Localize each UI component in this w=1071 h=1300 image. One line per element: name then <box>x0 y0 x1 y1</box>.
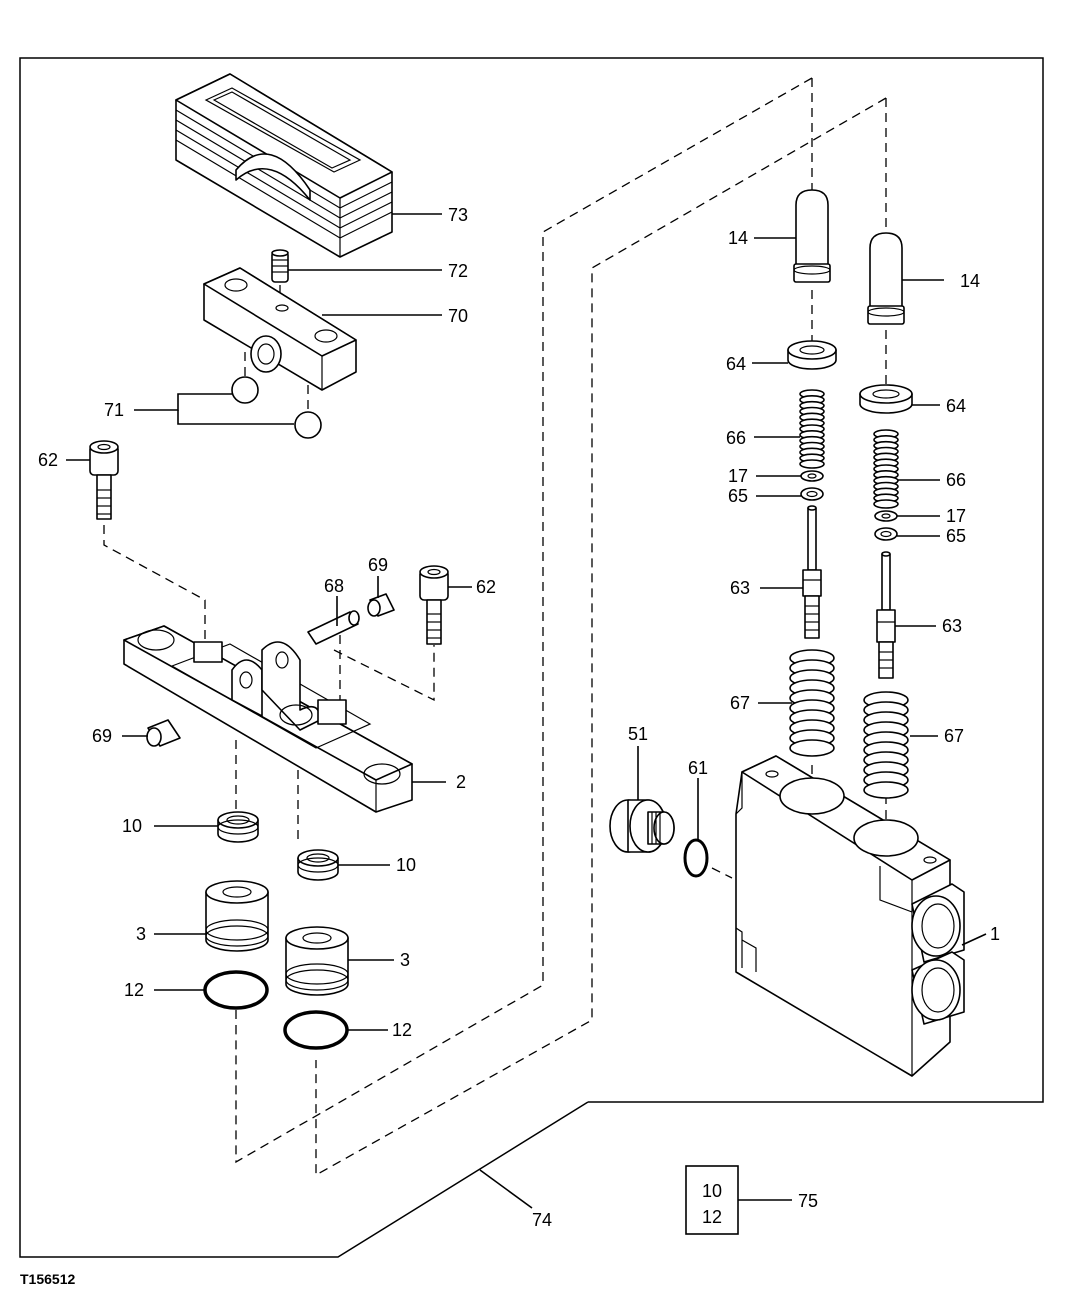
part-72-set-screw <box>271 249 289 283</box>
callout-67-left: 67 <box>730 693 750 713</box>
callout-14-right: 14 <box>960 271 980 291</box>
callout-10-left: 10 <box>122 816 142 836</box>
callout-labels: 73 72 70 71 62 62 68 69 69 2 10 10 3 3 1… <box>38 205 1000 1230</box>
part-17-washer-left <box>800 470 824 482</box>
callout-65-right: 65 <box>946 526 966 546</box>
part-1-valve-body <box>735 755 965 1077</box>
part-68-pin <box>307 610 360 645</box>
part-12-oring-right <box>283 1010 349 1050</box>
kit-box-75: 10 12 <box>685 1165 739 1235</box>
part-65-shim-right <box>874 527 898 541</box>
callout-3-right: 3 <box>400 950 410 970</box>
part-71-balls <box>231 376 322 439</box>
callout-3-left: 3 <box>136 924 146 944</box>
part-63-spool-left <box>802 505 822 639</box>
part-66-spring-right <box>873 429 899 509</box>
part-17-washer-right <box>874 510 898 522</box>
part-10-seal-right <box>297 849 339 881</box>
callout-61: 61 <box>688 758 708 778</box>
part-10-seal-left <box>217 811 259 843</box>
callout-1: 1 <box>990 924 1000 944</box>
part-67-spring-left <box>789 649 835 757</box>
part-63-spool-right <box>876 551 896 679</box>
callout-68: 68 <box>324 576 344 596</box>
part-66-spring-left <box>799 389 825 469</box>
part-14-pusher-left <box>793 189 831 283</box>
part-64-seat-left <box>787 340 837 370</box>
part-14-pusher-right <box>867 232 905 325</box>
callout-12-left: 12 <box>124 980 144 1000</box>
assembly-dashed-lines <box>103 77 887 1177</box>
figure-id: T156512 <box>20 1271 75 1287</box>
callout-70: 70 <box>448 306 468 326</box>
callout-69-upper: 69 <box>368 555 388 575</box>
spring-coil <box>799 459 825 469</box>
callout-14-left: 14 <box>728 228 748 248</box>
callout-51: 51 <box>628 724 648 744</box>
spring-coil <box>873 499 899 509</box>
spring-coil <box>789 739 835 757</box>
callout-64-left: 64 <box>726 354 746 374</box>
callout-71: 71 <box>104 400 124 420</box>
callout-65-left: 65 <box>728 486 748 506</box>
part-3-plunger-right <box>285 926 349 996</box>
callout-73: 73 <box>448 205 468 225</box>
callout-10-right: 10 <box>396 855 416 875</box>
part-62-bolt-right <box>419 565 449 645</box>
part-65-shim-left <box>800 487 824 501</box>
kit-box-line-1: 10 <box>702 1181 722 1201</box>
callout-64-right: 64 <box>946 396 966 416</box>
callout-75: 75 <box>798 1191 818 1211</box>
part-70-plate <box>203 267 357 391</box>
callout-66-right: 66 <box>946 470 966 490</box>
part-69-bushing-upper <box>367 593 395 617</box>
spring-coil <box>863 781 909 799</box>
part-73-cover <box>175 73 393 258</box>
callout-72: 72 <box>448 261 468 281</box>
callout-66-left: 66 <box>726 428 746 448</box>
part-67-spring-right <box>863 691 909 799</box>
part-64-seat-right <box>859 384 913 414</box>
callout-62-right: 62 <box>476 577 496 597</box>
callout-62-left: 62 <box>38 450 58 470</box>
part-62-bolt-left <box>89 440 119 520</box>
kit-box-line-2: 12 <box>702 1207 722 1227</box>
part-51-plug <box>609 799 675 853</box>
part-61-oring <box>683 838 709 878</box>
callout-69-lower: 69 <box>92 726 112 746</box>
callout-17-right: 17 <box>946 506 966 526</box>
part-12-oring-left <box>203 970 269 1010</box>
kit-border <box>19 57 1044 1258</box>
callout-67-right: 67 <box>944 726 964 746</box>
callout-63-left: 63 <box>730 578 750 598</box>
callout-74: 74 <box>532 1210 552 1230</box>
callout-2: 2 <box>456 772 466 792</box>
callout-63-right: 63 <box>942 616 962 636</box>
leader-lines <box>66 213 987 1209</box>
part-3-plunger-left <box>205 880 269 952</box>
callout-17-left: 17 <box>728 466 748 486</box>
part-2-handle-base <box>123 625 413 813</box>
callout-12-right: 12 <box>392 1020 412 1040</box>
part-69-bushing-lower <box>146 719 181 747</box>
